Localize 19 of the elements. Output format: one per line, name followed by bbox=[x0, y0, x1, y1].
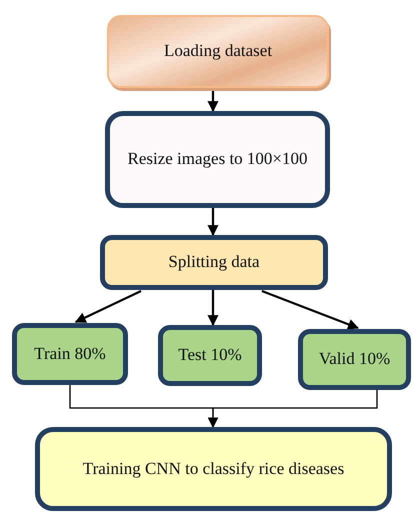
arrow bbox=[208, 208, 218, 236]
arrow bbox=[208, 290, 218, 326]
arrow bbox=[208, 88, 218, 112]
process-box bbox=[12, 323, 128, 385]
box-label: Loading dataset bbox=[164, 40, 272, 62]
box-label: Resize images to 100×100 bbox=[127, 148, 308, 170]
box-label: Test 10% bbox=[178, 344, 242, 366]
arrow bbox=[208, 390, 378, 428]
process-box bbox=[105, 111, 330, 208]
process-box bbox=[298, 329, 411, 390]
process-box bbox=[100, 235, 328, 290]
process-box bbox=[35, 427, 392, 511]
box-label: Splitting data bbox=[168, 251, 260, 274]
box-label: Valid 10% bbox=[318, 348, 390, 370]
arrow bbox=[74, 290, 142, 323]
process-box bbox=[158, 325, 262, 386]
box-label: Training CNN to classify rice diseases bbox=[82, 458, 344, 480]
box-label: Train 80% bbox=[34, 342, 106, 365]
process-box bbox=[107, 15, 329, 88]
